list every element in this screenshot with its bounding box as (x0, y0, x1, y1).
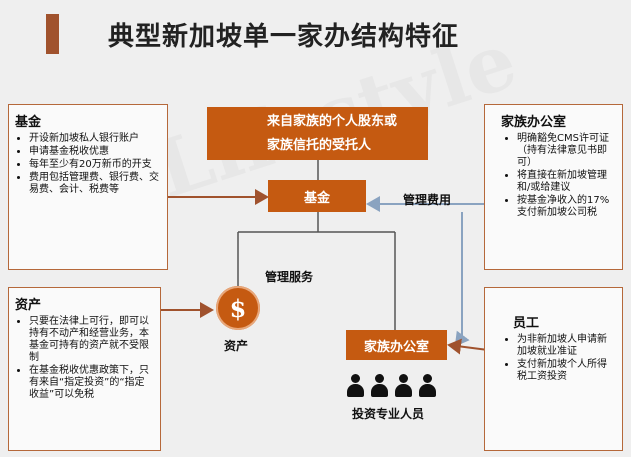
shareholder-trustee-box: 来自家族的个人股东或 家族信托的受托人 (207, 107, 428, 160)
page-title: 典型新加坡单一家办结构特征 (108, 22, 460, 52)
management-fee-label: 管理费用 (403, 193, 452, 207)
staff-panel-title: 员工 (513, 316, 540, 331)
assets-panel-title: 资产 (15, 298, 42, 313)
list-item: 为非新加坡人申请新加坡就业准证 (517, 334, 616, 358)
list-item: 将直接在新加坡管理和/或给建议 (517, 170, 616, 194)
list-item: 在基金税收优惠政策下，只有来自“指定投资”的“指定收益”可以免税 (29, 365, 154, 401)
list-item: 明确豁免CMS许可证（持有法律意见书即可） (517, 133, 616, 169)
office-panel-title: 家族办公室 (501, 115, 567, 130)
assets-panel: 资产 只要在法律上可行，即可以持有不动产和经营业务，本基金可持有的资产就不受限制… (8, 287, 161, 451)
family-office-box-label: 家族办公室 (363, 339, 429, 355)
family-office-box: 家族办公室 (346, 330, 447, 360)
shareholder-line-2: 家族信托的受托人 (267, 137, 372, 153)
title-accent-bar (46, 14, 59, 54)
people-icon (347, 374, 436, 398)
shareholder-line-1: 来自家族的个人股东或 (267, 113, 398, 129)
fund-panel: 基金 开设新加坡私人银行账户 申请基金税收优惠 每年至少有20万新币的开支 费用… (8, 104, 168, 270)
staff-panel: 员工 为非新加坡人申请新加坡就业准证 支付新加坡个人所得税工资投资 (484, 287, 623, 451)
fund-box: 基金 (268, 180, 366, 212)
office-panel: 家族办公室 明确豁免CMS许可证（持有法律意见书即可） 将直接在新加坡管理和/或… (484, 104, 623, 270)
dollar-coin-icon: $ (216, 286, 260, 330)
fund-panel-title: 基金 (15, 115, 42, 130)
line-office-panel-to-office (454, 212, 470, 347)
office-panel-list: 明确豁免CMS许可证（持有法律意见书即可） 将直接在新加坡管理和/或给建议 按基… (491, 133, 616, 219)
list-item: 只要在法律上可行，即可以持有不动产和经营业务，本基金可持有的资产就不受限制 (29, 316, 154, 364)
management-service-label: 管理服务 (265, 270, 314, 284)
list-item: 按基金净收入的17%支付新加坡公司税 (517, 195, 616, 219)
list-item: 每年至少有20万新币的开支 (29, 159, 161, 171)
investment-pros-label: 投资专业人员 (352, 407, 425, 421)
list-item: 费用包括管理费、银行费、交易费、会计、税费等 (29, 172, 161, 196)
assets-label: 资产 (224, 339, 249, 353)
arrow-staff-panel (447, 338, 489, 355)
fund-box-label: 基金 (303, 190, 330, 206)
list-item: 申请基金税收优惠 (29, 146, 161, 158)
staff-panel-list: 为非新加坡人申请新加坡就业准证 支付新加坡个人所得税工资投资 (491, 334, 616, 383)
assets-panel-list: 只要在法律上可行，即可以持有不动产和经营业务，本基金可持有的资产就不受限制 在基… (15, 316, 154, 401)
fund-panel-list: 开设新加坡私人银行账户 申请基金税收优惠 每年至少有20万新币的开支 费用包括管… (15, 133, 161, 196)
list-item: 开设新加坡私人银行账户 (29, 133, 161, 145)
list-item: 支付新加坡个人所得税工资投资 (517, 359, 616, 383)
